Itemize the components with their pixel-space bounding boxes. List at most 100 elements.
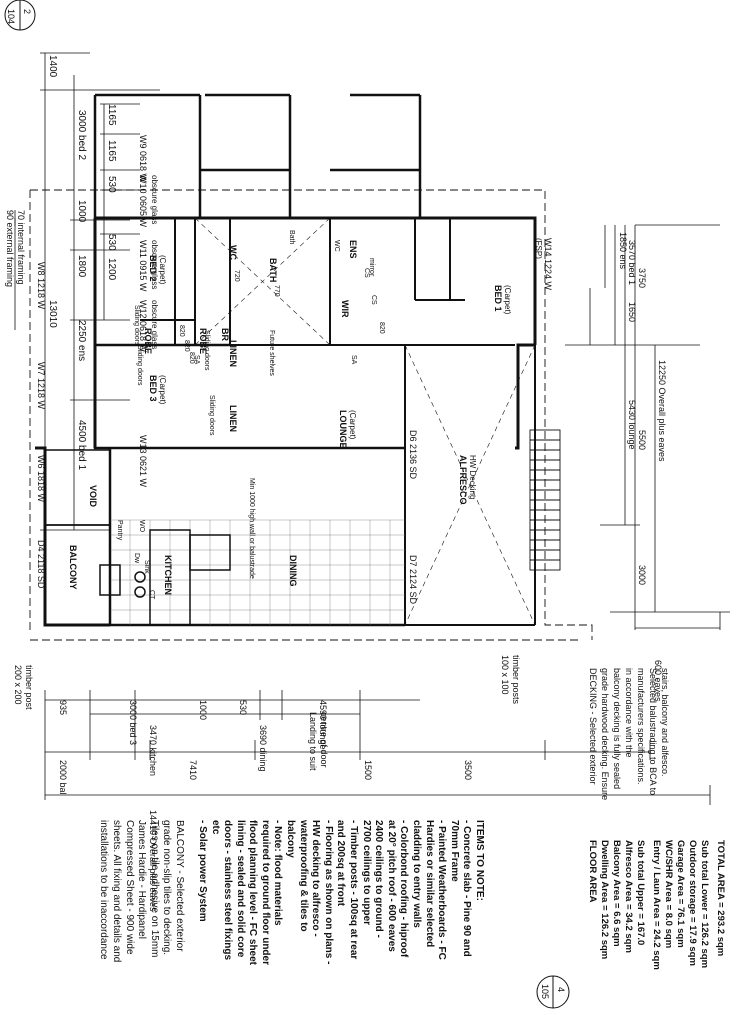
dim-top-1000: 1000: [76, 200, 87, 223]
door-d4: D4 2118 SD: [36, 540, 46, 589]
label-sink: Sink: [143, 560, 150, 574]
note-mirror: mirror: [368, 258, 375, 277]
window-w6: W6 1818 W: [36, 455, 46, 503]
page-number-top-b: 104: [6, 9, 16, 24]
room-lounge: LOUNGE: [338, 410, 348, 449]
svg-text:Dwelling Area = 126.2 sqm: Dwelling Area = 126.2 sqm: [599, 840, 610, 959]
window-w13: W13 0621 W: [138, 435, 148, 488]
post-b-2: timber posts: [511, 655, 521, 705]
dim-top-1800: 1800: [76, 255, 87, 278]
room-ens: ENS: [348, 240, 358, 259]
window-w9: W9 0618 W: [138, 135, 148, 183]
note-future-shelves: Future shelves: [268, 330, 275, 376]
dim-top-bed1: 4500 bed 1: [76, 420, 87, 470]
note-770: 770: [273, 285, 280, 297]
page-number-top-a: 2: [22, 9, 32, 14]
floor-area-block: FLOOR AREA Dwelling Area = 126.2 sqm Bal…: [587, 840, 726, 970]
room-bed2-sub: (Carpet): [158, 255, 167, 285]
svg-text:Outdoor storage = 17.9 sqm: Outdoor storage = 17.9 sqm: [687, 840, 698, 966]
room-linen-2: LINEN: [228, 405, 238, 432]
window-w10: W10 0605 W: [138, 175, 148, 228]
room-robe-1: ROBE: [143, 328, 153, 354]
svg-text:stairs, balcony and alfesco.: stairs, balcony and alfesco.: [660, 668, 670, 777]
room-bed1-sub: (Carpet): [503, 285, 512, 315]
note-sliding-1: Sliding doors: [133, 305, 140, 346]
room-bed3: BED 3: [148, 375, 158, 402]
room-dining: DINING: [288, 555, 298, 587]
stairs: [529, 429, 561, 571]
note-820-b: 820: [183, 340, 190, 352]
note-sliding-3: Sliding doors: [203, 330, 210, 371]
room-alfresco-sub: HW Decking: [468, 455, 477, 499]
decking-note: DECKING - Selected exterior grade hardwo…: [588, 668, 670, 800]
room-partitions: [93, 93, 422, 218]
dim-bottom-3500: 3500: [463, 760, 473, 780]
dim-top-13010: 13010: [47, 300, 58, 328]
room-linen-1: LINEN: [228, 340, 238, 367]
dim-bottom-overall: 14410 Overall plus eaves: [148, 810, 158, 912]
dim-bottom-530: 530: [238, 700, 248, 715]
items-to-note-block: ITEMS TO NOTE: - Concrete slab - Pine 90…: [195, 820, 485, 1010]
window-w14: W14 1224 W: [543, 238, 553, 291]
floor-area-title: FLOOR AREA: [587, 840, 598, 903]
note-720: 720: [233, 270, 240, 282]
note-820-d: 820: [378, 322, 385, 334]
window-w10-note: obscure glass: [150, 175, 159, 224]
dim-side-3750: 3750: [637, 268, 647, 288]
note-balustrade: Min 1000 high wall or balustrade: [248, 478, 255, 579]
floor-area-upper-total: Sub total Upper = 167.0: [635, 840, 646, 945]
void-balcony: [44, 449, 111, 626]
post-a-1: 200 x 200: [13, 665, 23, 705]
room-wir: WIR: [340, 300, 350, 318]
room-wc: WC: [228, 245, 238, 260]
window-w12-note: obscure glass: [150, 300, 159, 349]
dim-side-1650: 1650: [627, 302, 637, 322]
room-labels: BED 2 (Carpet) BED 3 (Carpet) BED 1 (Car…: [68, 230, 512, 600]
dim-top-1165b: 1165: [106, 140, 117, 162]
room-robe-2: ROBE: [198, 328, 208, 354]
room-bed3-sub: (Carpet): [158, 375, 167, 405]
room-bed2: BED 2: [148, 255, 158, 282]
top-dimension-lines: [40, 52, 160, 531]
window-w7: W7 1218 W: [36, 362, 46, 410]
landing-note-2: centre of door: [319, 712, 329, 768]
dim-top-530a: 530: [106, 176, 117, 193]
window-w12: W12 0618 W: [138, 300, 148, 353]
svg-text:balcony decking is fully seale: balcony decking is fully sealed: [612, 668, 622, 789]
svg-text:DECKING - Selected exterior: DECKING - Selected exterior: [588, 668, 598, 785]
dim-side-ens: 1850 ens: [618, 232, 628, 270]
dim-side-bed1: 3570 bed 1: [627, 240, 637, 285]
page-number-bottom-a: 4: [556, 987, 566, 992]
svg-text:Balcony Area = 6.6 sqm: Balcony Area = 6.6 sqm: [611, 840, 622, 947]
dim-top-1400: 1400: [47, 55, 58, 78]
dim-top-1200: 1200: [106, 258, 117, 281]
note-sa-1: SA: [350, 355, 357, 365]
dim-bottom-kitchen: 3470 kitchen: [148, 725, 158, 776]
svg-text:Selected balustrading to BCA t: Selected balustrading to BCA to: [648, 668, 658, 795]
window-w11: W11 0915 W: [138, 240, 148, 292]
dim-bottom-7410: 7410: [188, 760, 198, 780]
dim-top-ens: 2250 ens: [76, 320, 87, 361]
note-820-a: 820: [178, 325, 185, 337]
internal-walls: [95, 218, 515, 346]
room-alfresco: ALFRESCO: [458, 455, 468, 505]
note-wc-sub: WC: [333, 240, 340, 252]
dim-bottom-bed3: 3000 bed 3: [128, 700, 138, 745]
svg-text:manufacturers specifications.: manufacturers specifications.: [636, 668, 646, 785]
framing-90: 90 external framing: [5, 210, 15, 287]
room-br: BR: [220, 328, 230, 341]
note-sliding-2: Sliding doors: [136, 345, 143, 386]
dim-bottom-bal: 2000 bal: [58, 760, 68, 795]
dim-top-1165a: 1165: [106, 104, 117, 126]
dim-top-bed2: 3000 bed 2: [76, 110, 87, 160]
page-number-bottom-b: 105: [540, 984, 550, 999]
dim-side-3000: 3000: [637, 565, 647, 585]
svg-text:WC/SHR Area = 8.0 sqm: WC/SHR Area = 8.0 sqm: [663, 840, 674, 948]
room-balcony: BALCONY: [68, 545, 78, 590]
dim-bottom-1000: 1000: [198, 700, 208, 720]
note-sliding-4: Sliding doors: [208, 395, 215, 436]
dim-side-eaves: 600 eaves: [653, 660, 663, 702]
